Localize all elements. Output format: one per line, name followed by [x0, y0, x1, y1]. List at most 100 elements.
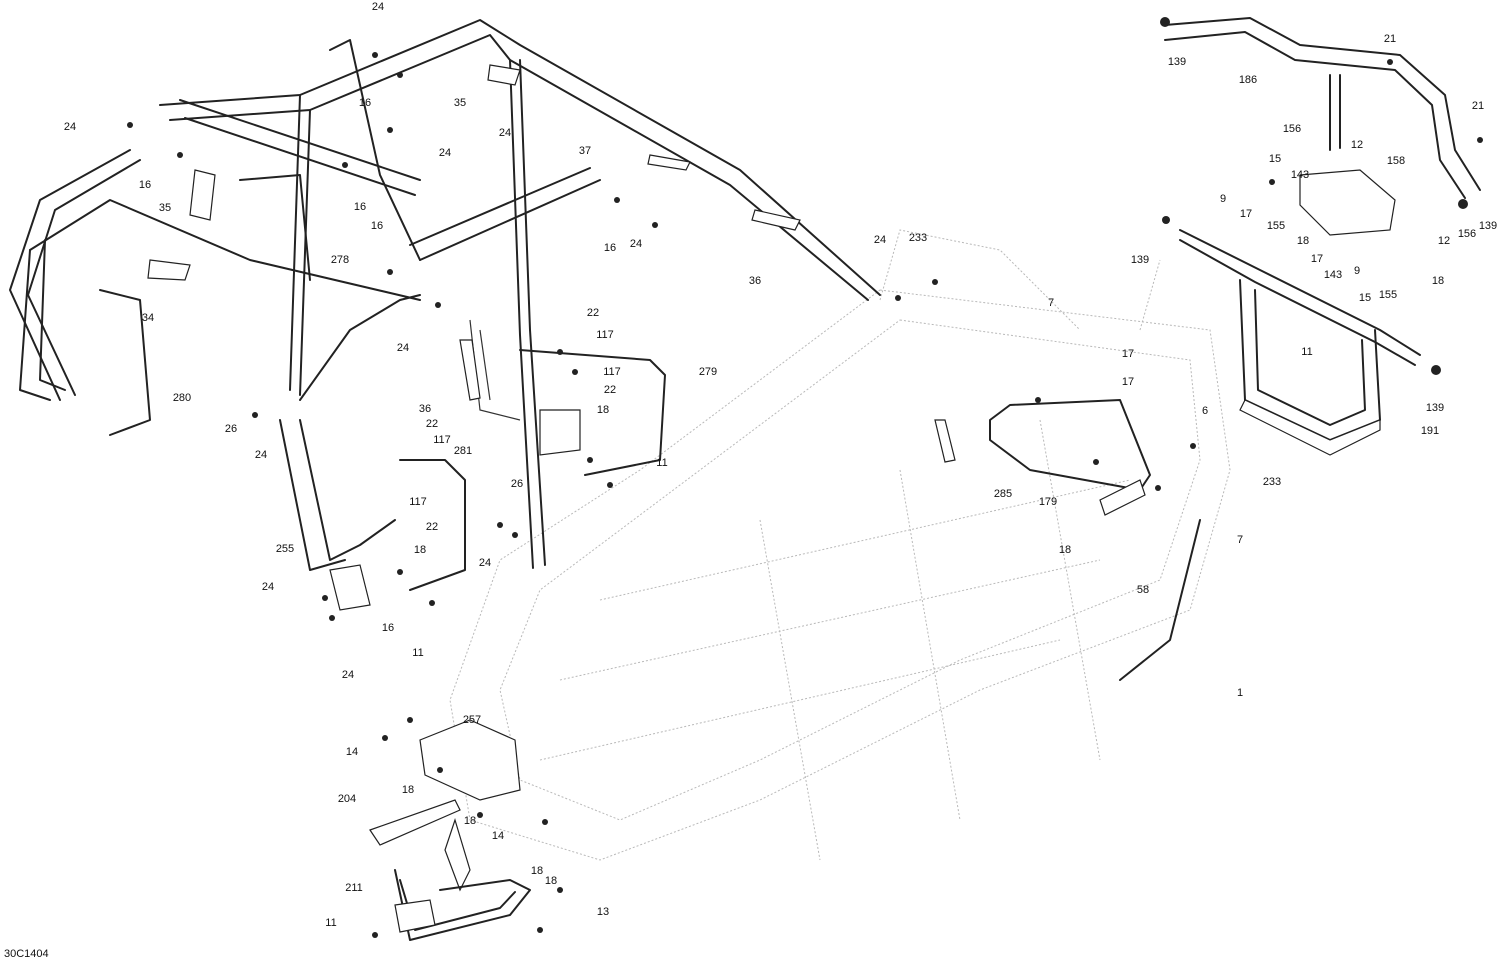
callout-label: 11 [325, 917, 336, 929]
callout-label: 15 [1269, 153, 1281, 165]
callout-label: 16 [139, 179, 151, 191]
callout-label: 22 [426, 418, 438, 430]
callout-label: 11 [1301, 346, 1312, 358]
callout-label: 16 [604, 242, 616, 254]
callout-label: 139 [1479, 220, 1497, 232]
main-frame-ghost [449, 229, 1231, 861]
callout-label: 139 [1426, 402, 1444, 414]
callout-label: 24 [262, 581, 274, 593]
callout-label: 17 [1122, 348, 1134, 360]
callout-label: 117 [603, 366, 621, 378]
callout-label: 24 [439, 147, 451, 159]
callout-label: 285 [994, 488, 1012, 500]
rear-bumper-assembly [1164, 17, 1481, 456]
callout-label: 257 [463, 714, 481, 726]
callout-label: 15 [1359, 292, 1371, 304]
hitch-assembly [369, 719, 531, 941]
callout-label: 233 [909, 232, 927, 244]
callout-label: 17 [1311, 253, 1323, 265]
callout-label: 36 [749, 275, 761, 287]
callout-label: 139 [1168, 56, 1186, 68]
callout-label: 156 [1458, 228, 1476, 240]
callout-label: 143 [1291, 169, 1309, 181]
callout-label: 16 [382, 622, 394, 634]
roll-cage [9, 19, 881, 611]
callout-label: 12 [1351, 139, 1363, 151]
callout-label: 17 [1122, 376, 1134, 388]
callout-label: 255 [276, 543, 294, 555]
callout-label: 7 [1237, 534, 1243, 546]
callout-label: 9 [1220, 193, 1226, 205]
reference-code: 30C1404 [4, 948, 49, 960]
callout-label: 233 [1263, 476, 1281, 488]
callout-label: 16 [371, 220, 383, 232]
callout-label: 156 [1283, 123, 1301, 135]
callout-label: 24 [255, 449, 267, 461]
callout-label: 211 [345, 882, 363, 894]
callout-label: 21 [1472, 100, 1484, 112]
callout-label: 18 [414, 544, 426, 556]
callout-label: 9 [1354, 265, 1360, 277]
callout-label: 24 [397, 342, 409, 354]
callout-label: 37 [579, 145, 591, 157]
callout-label: 16 [359, 97, 371, 109]
callout-label: 281 [454, 445, 472, 457]
callout-label: 22 [426, 521, 438, 533]
callout-label: 143 [1324, 269, 1342, 281]
callout-label: 186 [1239, 74, 1257, 86]
callout-label: 18 [1297, 235, 1309, 247]
callout-label: 34 [142, 312, 154, 324]
callout-label: 16 [354, 201, 366, 213]
callout-label: 11 [656, 457, 667, 469]
callout-label: 117 [596, 329, 614, 341]
callout-label: 280 [173, 392, 191, 404]
callout-label: 11 [412, 647, 423, 659]
callout-label: 13 [597, 906, 609, 918]
callout-label: 117 [409, 496, 427, 508]
callout-label: 14 [492, 830, 504, 842]
callout-label: 24 [372, 1, 384, 13]
callout-label: 24 [479, 557, 491, 569]
callout-label: 158 [1387, 155, 1405, 167]
callout-label: 35 [159, 202, 171, 214]
hardware-fasteners [127, 17, 1483, 938]
callout-label: 1 [1237, 687, 1243, 699]
callout-label: 12 [1438, 235, 1450, 247]
callout-label: 24 [64, 121, 76, 133]
callout-label: 58 [1137, 584, 1149, 596]
callout-label: 278 [331, 254, 349, 266]
callout-label: 18 [531, 865, 543, 877]
callout-label: 6 [1202, 405, 1208, 417]
callout-label: 26 [225, 423, 237, 435]
callout-label: 155 [1379, 289, 1397, 301]
callout-label: 18 [402, 784, 414, 796]
callout-label: 14 [346, 746, 358, 758]
callout-label: 36 [419, 403, 431, 415]
callout-label: 204 [338, 793, 356, 805]
callout-label: 139 [1131, 254, 1149, 266]
callout-label: 21 [1384, 33, 1396, 45]
callout-label: 18 [1432, 275, 1444, 287]
callout-label: 7 [1048, 297, 1054, 309]
side-step-assembly [934, 399, 1201, 681]
callout-label: 26 [511, 478, 523, 490]
callout-label: 24 [630, 238, 642, 250]
callout-label: 279 [699, 366, 717, 378]
callout-label: 24 [499, 127, 511, 139]
callout-label: 117 [433, 434, 451, 446]
callout-label: 18 [464, 815, 476, 827]
callout-label: 24 [342, 669, 354, 681]
callout-label: 22 [587, 307, 599, 319]
callout-label: 18 [597, 404, 609, 416]
callout-label: 35 [454, 97, 466, 109]
callout-label: 191 [1421, 425, 1439, 437]
callout-label: 18 [545, 875, 557, 887]
callout-label: 22 [604, 384, 616, 396]
callout-label: 155 [1267, 220, 1285, 232]
callout-label: 17 [1240, 208, 1252, 220]
callout-label: 24 [874, 234, 886, 246]
callout-label: 18 [1059, 544, 1071, 556]
callout-label: 179 [1039, 496, 1057, 508]
